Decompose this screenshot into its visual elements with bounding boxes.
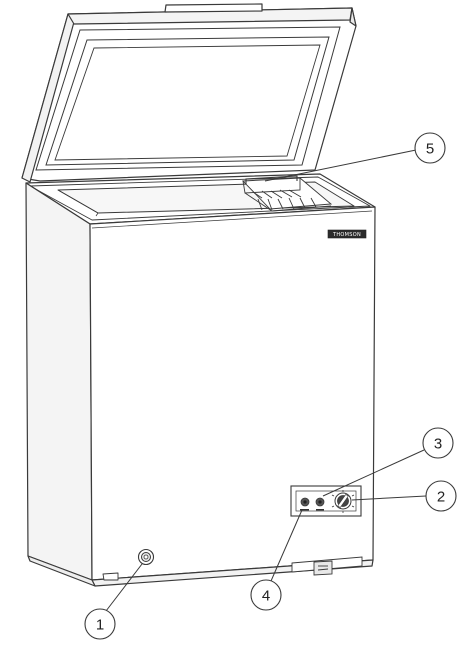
callout-4-number: 4 [262,588,270,605]
brand-badge: THOMSON [327,229,367,239]
callout-3-number: 3 [434,436,442,453]
callout-leaders [105,149,427,612]
leader-2 [351,495,427,501]
callout-2-number: 2 [437,489,445,506]
callout-1-number: 1 [96,617,104,634]
lid-handle [164,3,263,13]
freezer-cabinet [25,182,376,587]
callout-5: 5 [414,132,446,164]
leader-1 [105,563,143,612]
callout-3: 3 [422,427,454,459]
storage-basket [241,175,333,212]
drain-plug[interactable] [137,548,155,566]
callout-4: 4 [250,579,282,611]
freezer-lid [21,3,357,183]
leader-5 [264,149,417,182]
callout-5-number: 5 [426,141,434,158]
lid-inner-panel [35,26,341,171]
brand-label: THOMSON [332,232,361,238]
rear-base [291,556,363,576]
leader-3 [322,449,425,497]
callout-2: 2 [425,480,457,512]
callout-1: 1 [84,608,116,640]
leader-4 [270,509,303,582]
thermostat-dial[interactable] [331,490,355,513]
